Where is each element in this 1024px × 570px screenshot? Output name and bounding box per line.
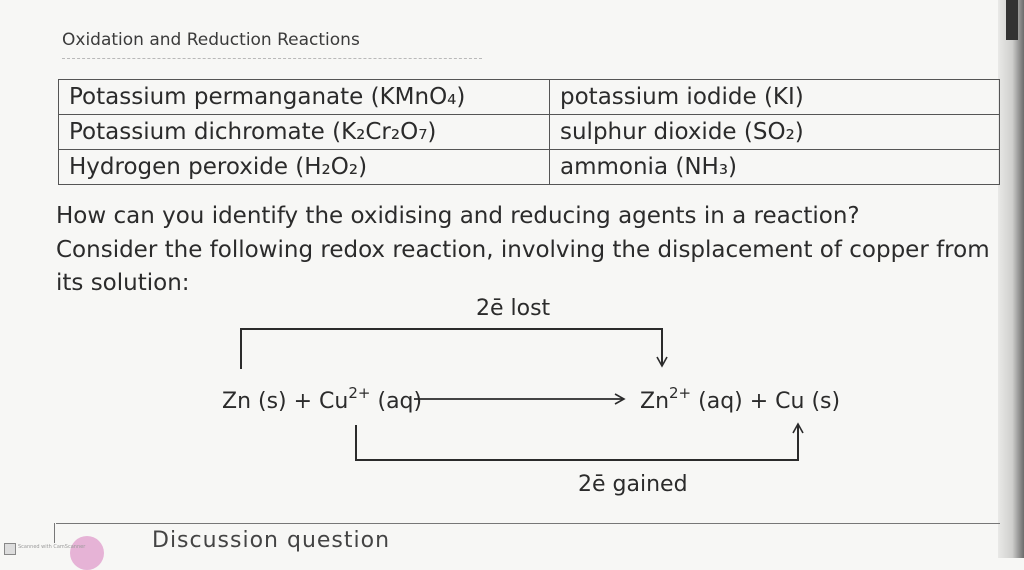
oxidising-agent-cell: Potassium permanganate (KMnO₄) (58, 79, 550, 115)
products-text: Zn2+ (aq) + Cu (s) (640, 384, 840, 414)
products-rest: (aq) + Cu (s) (691, 389, 840, 414)
reducing-agent-cell: ammonia (NH₃) (549, 149, 1000, 185)
scanner-logo-icon (4, 543, 16, 555)
solution-line: its solution: (56, 270, 190, 296)
table-row: Potassium dichromate (K₂Cr₂O₇) sulphur d… (58, 114, 1000, 150)
footer-icon (70, 536, 104, 570)
table-row: Potassium permanganate (KMnO₄) potassium… (58, 79, 1000, 115)
question-line: How can you identify the oxidising and r… (56, 203, 860, 229)
redox-diagram: 2ē lost Zn (s) + Cu2+ (aq) Zn2+ (aq) + C… (222, 296, 840, 497)
page-tab (1006, 0, 1018, 40)
header-rule (62, 58, 482, 59)
reducing-agent-cell: potassium iodide (KI) (549, 79, 1000, 115)
zn-charge: 2+ (669, 384, 691, 402)
products-zn: Zn (640, 389, 669, 414)
cu-charge: 2+ (348, 384, 370, 402)
discussion-heading: Discussion question (152, 528, 391, 553)
reactants-text: Zn (s) + Cu2+ (aq) (222, 384, 422, 414)
section-header: Oxidation and Reduction Reactions (62, 30, 360, 50)
scanner-watermark: Scanned with CamScanner (18, 544, 86, 550)
agents-table: Potassium permanganate (KMnO₄) potassium… (58, 79, 1000, 185)
consider-line: Consider the following redox reaction, i… (56, 237, 990, 263)
oxidising-agent-cell: Potassium dichromate (K₂Cr₂O₇) (58, 114, 550, 150)
gained-bracket (355, 422, 804, 461)
reactants-state: (aq) (371, 389, 423, 414)
table-row: Hydrogen peroxide (H₂O₂) ammonia (NH₃) (58, 149, 1000, 185)
oxidising-agent-cell: Hydrogen peroxide (H₂O₂) (58, 149, 550, 185)
lost-bracket (240, 328, 668, 369)
reactants-zn-cu: Zn (s) + Cu (222, 389, 348, 414)
reducing-agent-cell: sulphur dioxide (SO₂) (549, 114, 1000, 150)
electrons-gained-label: 2ē gained (578, 472, 688, 497)
electrons-lost-label: 2ē lost (476, 296, 551, 321)
footer-box (54, 523, 105, 543)
footer-rule (56, 523, 1000, 524)
page-edge (998, 0, 1024, 558)
